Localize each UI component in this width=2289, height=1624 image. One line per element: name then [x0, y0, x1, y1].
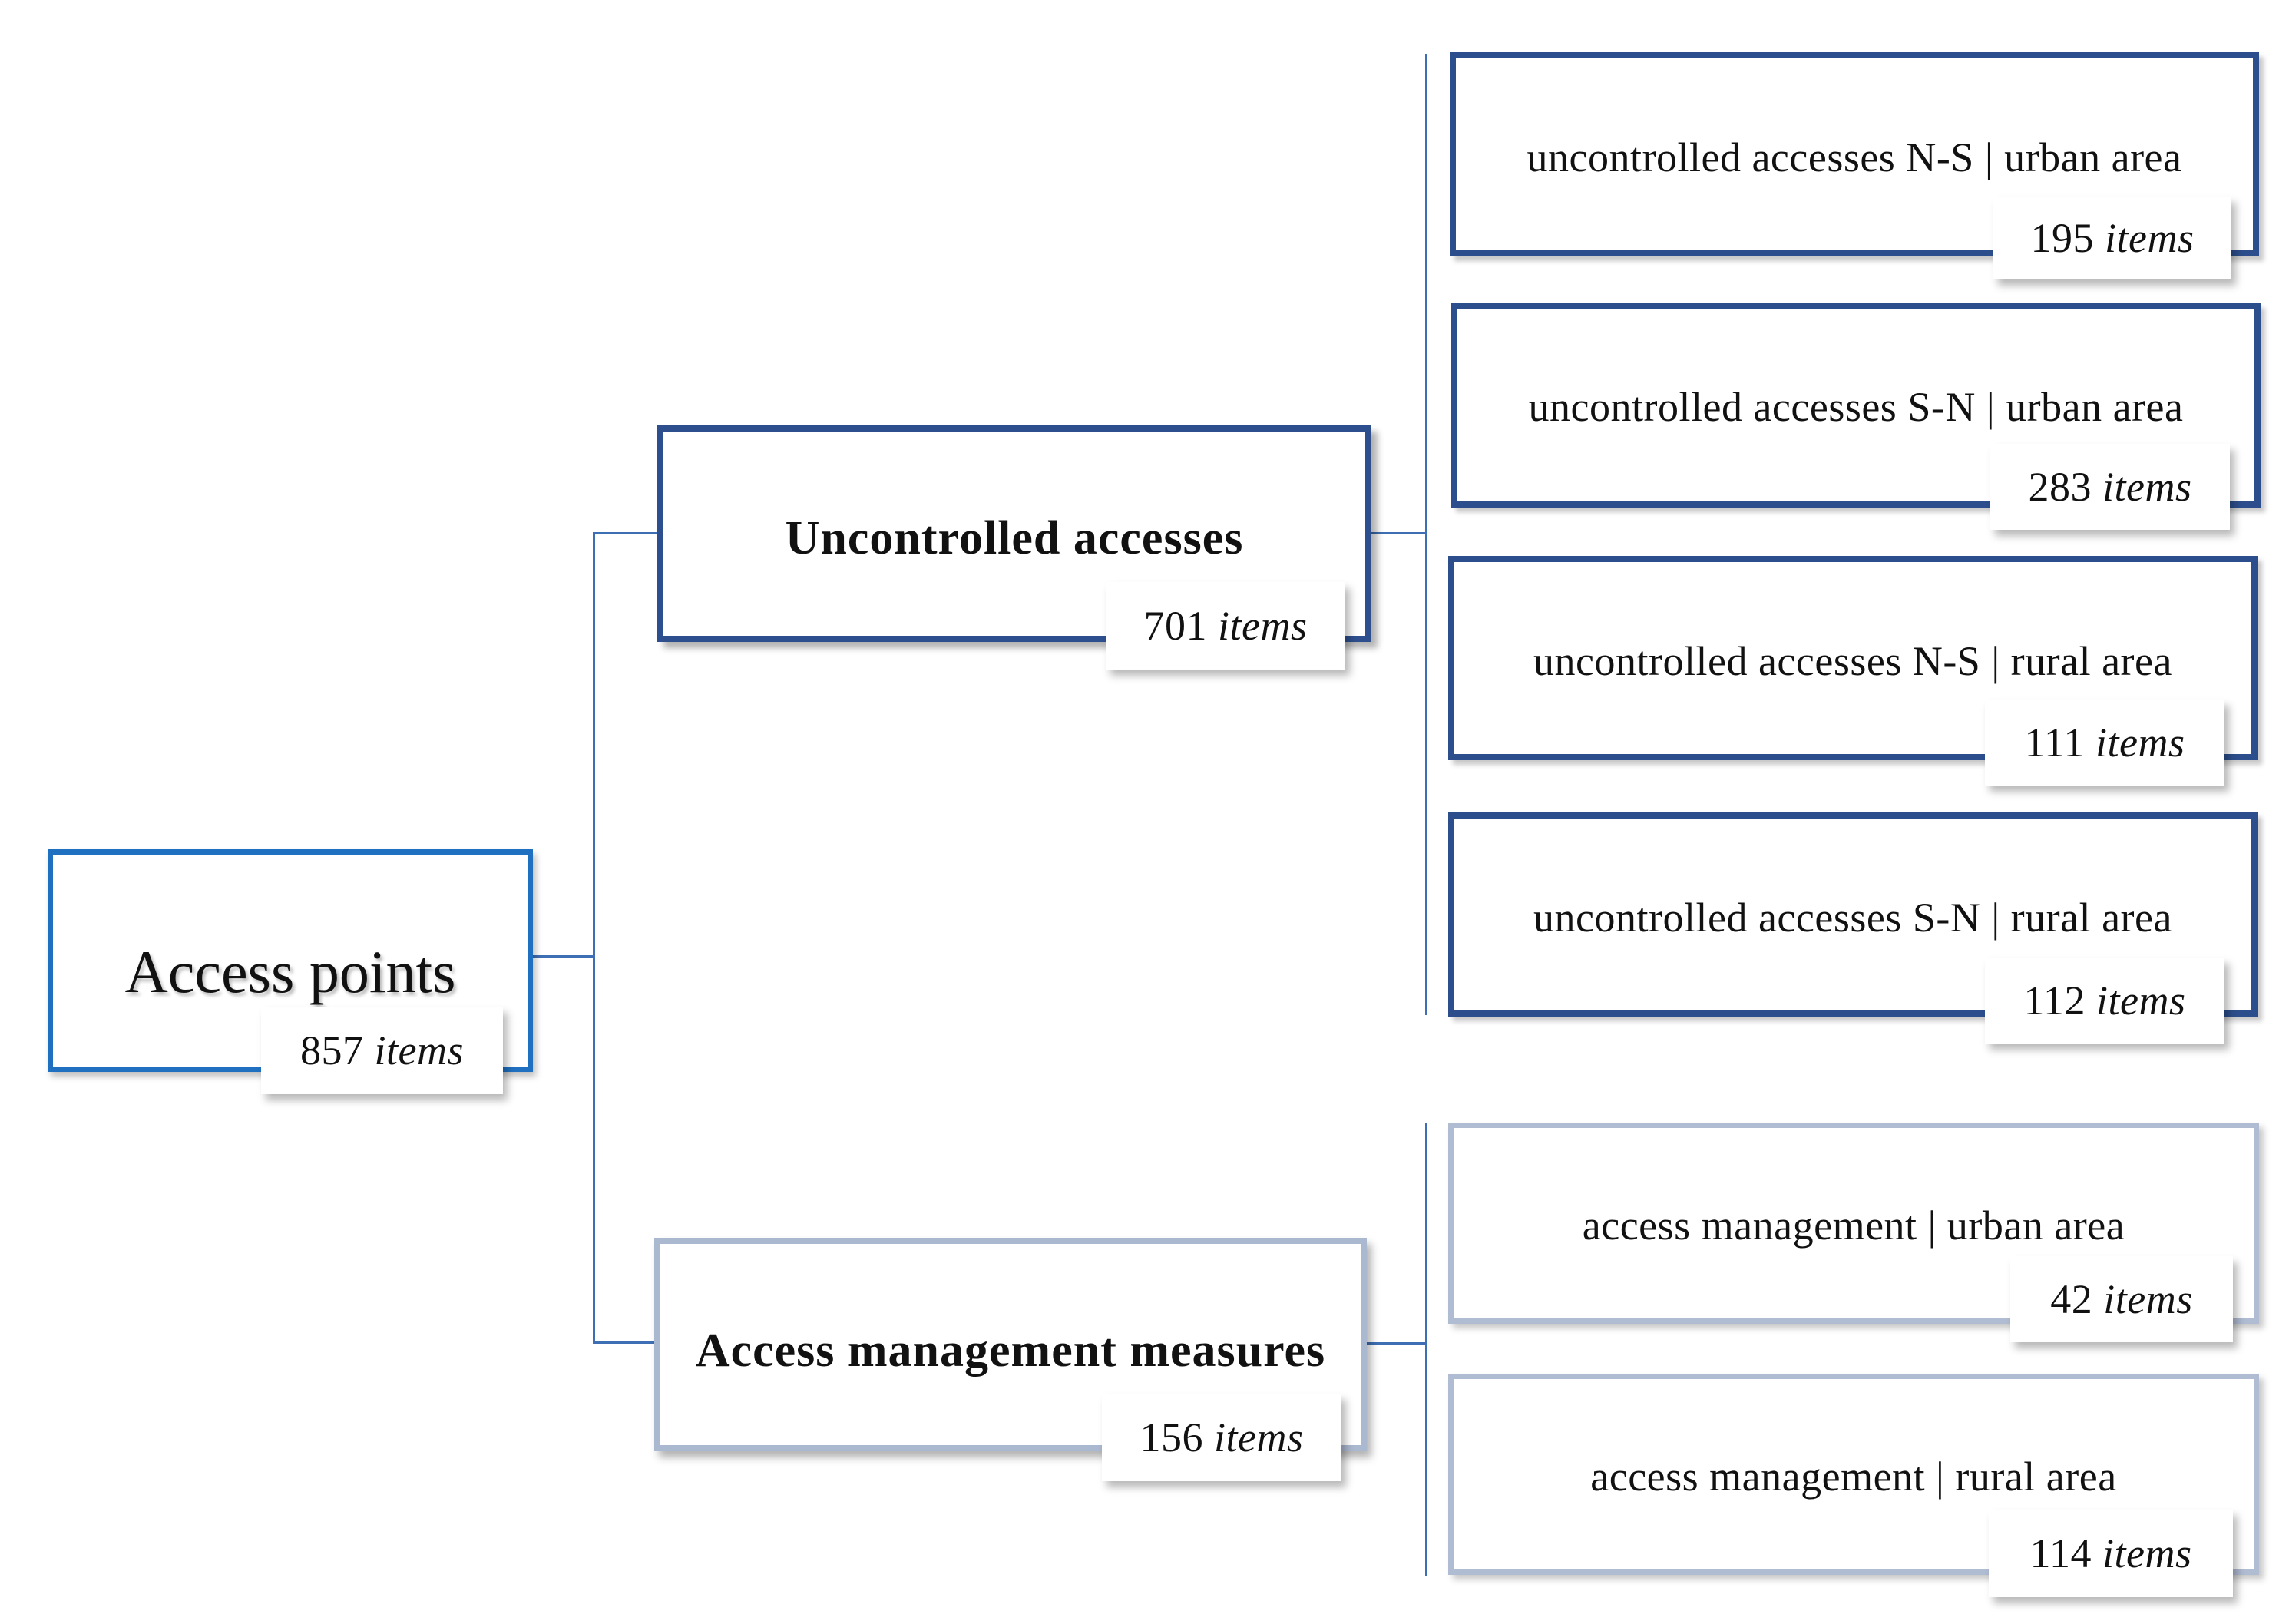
leaf-node-title: uncontrolled accesses N-S | urban area — [1527, 134, 2182, 180]
category-node-title: Uncontrolled accesses — [785, 512, 1244, 564]
leaf-node-title: uncontrolled accesses N-S | rural area — [1533, 638, 2172, 684]
category-count-value: 701 — [1143, 603, 1207, 649]
category-count-value: 156 — [1140, 1414, 1203, 1460]
leaf-count-unit: items — [2102, 464, 2192, 510]
leaf-count-unit: items — [2105, 215, 2195, 261]
leaf-count-unit: items — [2095, 719, 2185, 766]
leaf-node-title: access management | urban area — [1582, 1202, 2125, 1249]
leaf-count-value: 195 — [2030, 215, 2094, 261]
leaf-count-value: 111 — [2024, 719, 2085, 766]
leaf-count-unit: items — [2103, 1276, 2193, 1322]
category-count-unit: items — [1218, 603, 1308, 649]
root-node-title: Access points — [124, 938, 456, 1005]
leaf-node: access management | rural area — [1448, 1374, 2259, 1575]
leaf-node-title: uncontrolled accesses S-N | urban area — [1528, 384, 2184, 430]
category-node-title: Access management measures — [695, 1325, 1326, 1377]
leaf-node-title: uncontrolled accesses S-N | rural area — [1533, 895, 2172, 941]
connector-level1-vertical — [593, 533, 595, 1343]
category-count-unit: items — [1214, 1414, 1304, 1460]
root-node-count-value: 857 — [300, 1027, 364, 1073]
connector-uncontrolled-vertical — [1425, 54, 1427, 1015]
connector-management-stub — [1367, 1342, 1427, 1345]
connector-to-uncontrolled — [593, 532, 659, 534]
leaf-count-value: 112 — [2023, 977, 2086, 1024]
leaf-count-unit: items — [2102, 1530, 2192, 1576]
connector-root-stub — [533, 955, 594, 958]
leaf-count-value: 114 — [2029, 1530, 2092, 1576]
leaf-count-value: 42 — [2050, 1276, 2093, 1322]
connector-management-vertical — [1425, 1123, 1427, 1576]
leaf-node-title: access management | rural area — [1590, 1454, 2117, 1500]
root-node-count-unit: items — [374, 1027, 464, 1073]
connector-to-management — [593, 1341, 659, 1344]
leaf-count-value: 283 — [2028, 464, 2092, 510]
connector-uncontrolled-stub — [1371, 532, 1427, 534]
leaf-count-unit: items — [2096, 977, 2186, 1024]
